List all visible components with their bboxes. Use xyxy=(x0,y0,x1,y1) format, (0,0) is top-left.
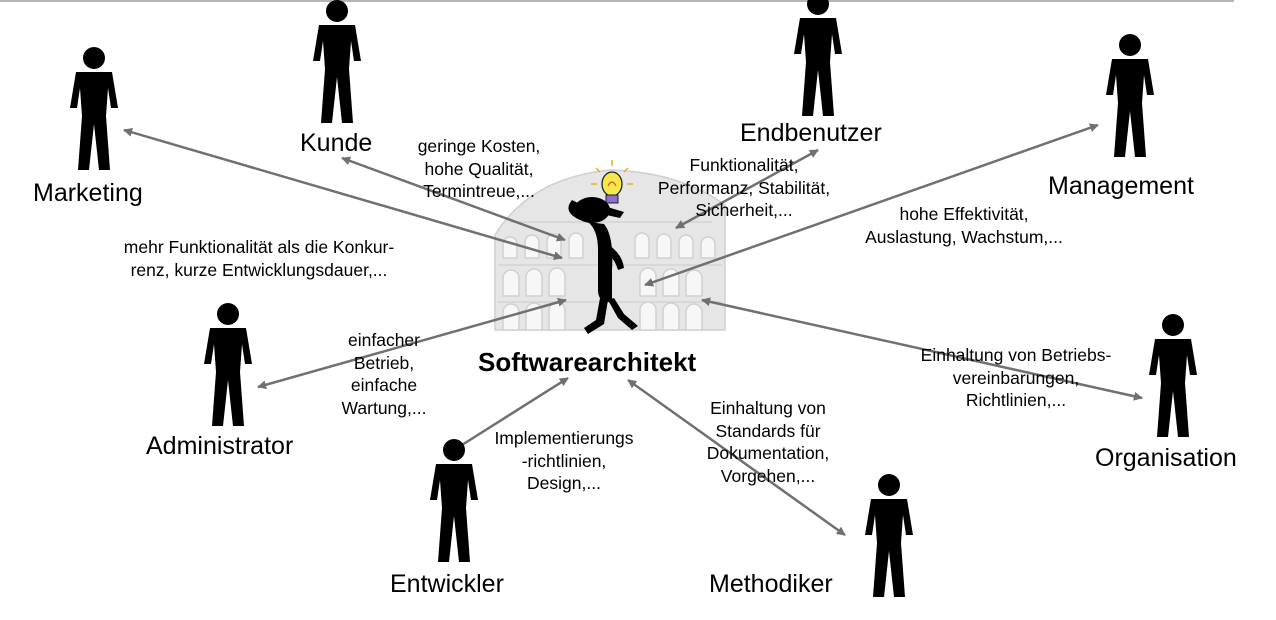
endbenutzer-person-icon xyxy=(794,0,842,116)
role-label-kunde: Kunde xyxy=(300,129,373,157)
management-person-icon xyxy=(1106,34,1154,157)
top-divider xyxy=(0,0,1234,2)
arrow-administrator xyxy=(257,297,567,390)
arrow-management xyxy=(644,123,1099,287)
requirement-entwickler: Implementierungs -richtlinien, Design,..… xyxy=(494,428,634,493)
role-label-marketing: Marketing xyxy=(33,179,143,207)
requirement-management: hohe Effektivität, Auslastung, Wachstum,… xyxy=(865,204,1063,247)
requirement-administrator: einfacher Betrieb, einfache Wartung,... xyxy=(341,330,427,418)
role-label-administrator: Administrator xyxy=(146,432,294,460)
requirement-methodiker: Einhaltung von Standards für Dokumentati… xyxy=(706,398,830,486)
kunde-person-icon xyxy=(313,0,361,123)
role-label-methodiker: Methodiker xyxy=(709,570,833,598)
arrow-methodiker xyxy=(627,378,846,537)
requirement-endbenutzer: Funktionalität, Performanz, Stabilität, … xyxy=(657,155,831,220)
entwickler-person-icon xyxy=(430,439,478,562)
requirement-organisation: Einhaltung von Betriebs- vereinbarungen,… xyxy=(920,345,1112,410)
administrator-person-icon xyxy=(204,303,252,426)
role-label-organisation: Organisation xyxy=(1095,444,1237,472)
methodiker-person-icon xyxy=(865,474,913,597)
marketing-person-icon xyxy=(70,47,118,170)
organisation-person-icon xyxy=(1149,314,1197,437)
thinking-architect-icon xyxy=(568,197,638,334)
role-label-management: Management xyxy=(1048,172,1194,200)
arrow-entwickler xyxy=(453,376,569,452)
requirement-kunde: geringe Kosten, hohe Qualität, Termintre… xyxy=(417,136,541,201)
arrow-kunde xyxy=(341,156,566,242)
arrow-organisation xyxy=(701,297,1143,401)
role-label-entwickler: Entwickler xyxy=(390,570,504,598)
lightbulb-icon xyxy=(591,160,633,204)
role-label-endbenutzer: Endbenutzer xyxy=(740,119,882,147)
center-label-softwarearchitekt: Softwarearchitekt xyxy=(478,347,697,377)
requirement-marketing: mehr Funktionalität als die Konkur- renz… xyxy=(123,237,395,280)
connector-arrows xyxy=(123,123,1143,537)
